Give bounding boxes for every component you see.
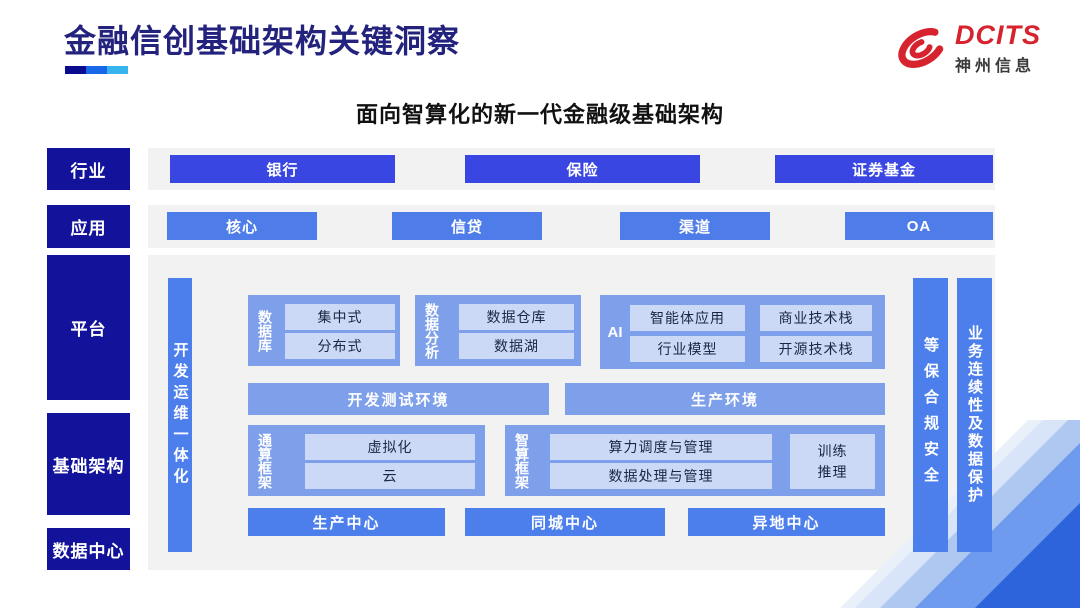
underline-segment [65,66,86,74]
database-group: 数据库 集中式 分布式 [248,295,400,366]
logo-swirl-icon [893,23,951,73]
application-item-core: 核心 [167,212,317,240]
general-compute-item-virtualization: 虚拟化 [305,434,475,460]
logo-brand: DCITS [955,20,1041,50]
center-bar-production: 生产中心 [248,508,445,536]
application-strip: 核心 信贷 渠道 OA [148,205,995,248]
smart-compute-group: 智算框架 算力调度与管理 数据处理与管理 训练推理 [505,425,885,496]
application-item-channel: 渠道 [620,212,770,240]
analytics-group: 数据分析 数据仓库 数据湖 [415,295,581,366]
row-label-application: 应用 [47,205,130,248]
underline-segment [107,66,128,74]
underline-segment [86,66,107,74]
database-item-centralized: 集中式 [285,304,395,330]
platform-container: 开发运维一体化 数据库 集中式 分布式 数据分析 数据仓库 数据湖 AI 智能体… [148,255,995,570]
general-compute-label: 通算框架 [257,432,273,489]
center-bar-same-city: 同城中心 [465,508,665,536]
analytics-group-label: 数据分析 [424,302,440,359]
general-compute-item-cloud: 云 [305,463,475,489]
industry-item-insurance: 保险 [465,155,700,183]
smart-compute-item-scheduling: 算力调度与管理 [550,434,772,460]
database-group-label: 数据库 [257,309,273,352]
ai-group-label: AI [607,323,623,341]
row-label-infrastructure: 基础架构 [47,413,130,515]
general-compute-group: 通算框架 虚拟化 云 [248,425,485,496]
ai-group: AI 智能体应用 商业技术栈 行业模型 开源技术栈 [600,295,885,369]
application-item-oa: OA [845,212,993,240]
smart-compute-item-data-processing: 数据处理与管理 [550,463,772,489]
ai-item-opensource-stack: 开源技术栈 [760,336,872,362]
database-item-distributed: 分布式 [285,333,395,359]
page-title: 金融信创基础架构关键洞察 [64,23,461,59]
industry-strip: 银行 保险 证券基金 [148,148,995,190]
ai-item-industry-model: 行业模型 [630,336,745,362]
ai-item-agent-app: 智能体应用 [630,305,745,331]
center-bar-remote: 异地中心 [688,508,885,536]
row-label-industry: 行业 [47,148,130,190]
devops-bar: 开发运维一体化 [168,278,192,552]
ai-item-commercial-stack: 商业技术栈 [760,305,872,331]
dcits-logo: DCITS 神州信息 [893,20,1041,76]
industry-item-securities-funds: 证券基金 [775,155,993,183]
row-label-datacenter: 数据中心 [47,528,130,570]
industry-item-bank: 银行 [170,155,395,183]
training-inference-text: 训练推理 [817,442,848,480]
diagram-subtitle: 面向智算化的新一代金融级基础架构 [355,102,724,127]
title-underline [65,66,128,74]
env-bar-devtest: 开发测试环境 [248,383,549,415]
business-continuity-bar: 业务连续性及数据保护 [957,278,992,552]
security-compliance-bar: 等保合规安全 [913,278,948,552]
smart-compute-item-training-inference: 训练推理 [790,434,875,489]
smart-compute-label: 智算框架 [514,432,530,489]
analytics-item-warehouse: 数据仓库 [459,304,574,330]
env-bar-production: 生产环境 [565,383,885,415]
row-label-platform: 平台 [47,255,130,400]
application-item-credit: 信贷 [392,212,542,240]
logo-company: 神州信息 [955,58,1036,75]
analytics-item-datalake: 数据湖 [459,333,574,359]
logo-text: DCITS 神州信息 [955,20,1041,76]
